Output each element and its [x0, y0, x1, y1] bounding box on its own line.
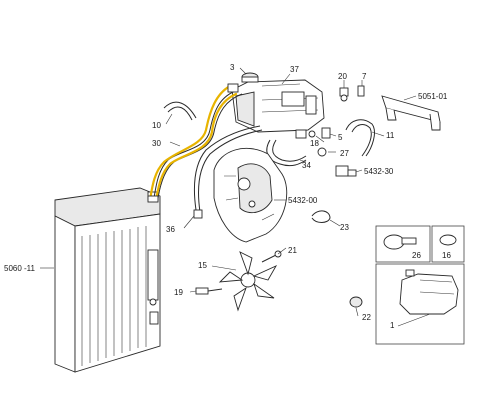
callout-27: 27 — [340, 149, 349, 158]
hose-end — [147, 195, 159, 203]
callout-19: 19 — [174, 288, 183, 297]
callout-18: 18 — [310, 139, 319, 148]
hose-clip — [227, 83, 239, 93]
callout-1: 1 — [390, 321, 395, 330]
callout-22: 22 — [362, 313, 371, 322]
callout-5060-11: 5060 -11 — [4, 264, 36, 273]
inset-clamp-16[interactable] — [431, 225, 465, 263]
bolt-19[interactable] — [195, 287, 223, 295]
hose-30[interactable] — [148, 84, 243, 202]
level-sensor[interactable] — [339, 87, 349, 102]
callout-20: 20 — [338, 72, 347, 81]
callout-36: 36 — [166, 225, 175, 234]
expansion-tank[interactable] — [231, 79, 325, 133]
callout-5432-30: 5432-30 — [364, 167, 394, 176]
clamp-23[interactable] — [311, 210, 331, 223]
callout-21: 21 — [288, 246, 297, 255]
bracket[interactable] — [381, 95, 441, 131]
radiator[interactable] — [54, 187, 161, 373]
upper-hose-10[interactable] — [163, 101, 197, 121]
engine-cover[interactable] — [213, 147, 288, 243]
fitting-5[interactable] — [321, 127, 331, 139]
callout-10: 10 — [152, 121, 161, 130]
hose-34[interactable] — [266, 139, 307, 167]
callout-30: 30 — [152, 139, 161, 148]
fitting-27[interactable] — [317, 147, 327, 157]
callout-3: 3 — [230, 63, 235, 72]
cooling-fan[interactable] — [218, 251, 278, 312]
callout-23: 23 — [340, 223, 349, 232]
callout-34: 34 — [302, 161, 311, 170]
hose-11[interactable] — [345, 119, 375, 157]
callout-16: 16 — [442, 251, 451, 260]
callout-5051-01: 5051-01 — [418, 92, 448, 101]
callout-5: 5 — [338, 133, 343, 142]
bolt-21[interactable] — [261, 250, 282, 263]
connector-7[interactable] — [357, 85, 365, 97]
callout-37: 37 — [290, 65, 299, 74]
return-hose[interactable] — [193, 125, 263, 219]
inset-tank-1[interactable] — [375, 263, 465, 345]
filler-cap[interactable] — [241, 72, 259, 83]
callout-11: 11 — [386, 131, 395, 140]
valve-5432-30[interactable] — [335, 165, 357, 177]
part-22-plug[interactable] — [349, 296, 363, 308]
callout-7: 7 — [362, 72, 367, 81]
callout-15: 15 — [198, 261, 207, 270]
callout-5432-00: 5432-00 — [288, 196, 318, 205]
fitting-18[interactable] — [295, 129, 316, 139]
inset-clamp-26[interactable] — [375, 225, 431, 263]
callout-26: 26 — [412, 251, 421, 260]
